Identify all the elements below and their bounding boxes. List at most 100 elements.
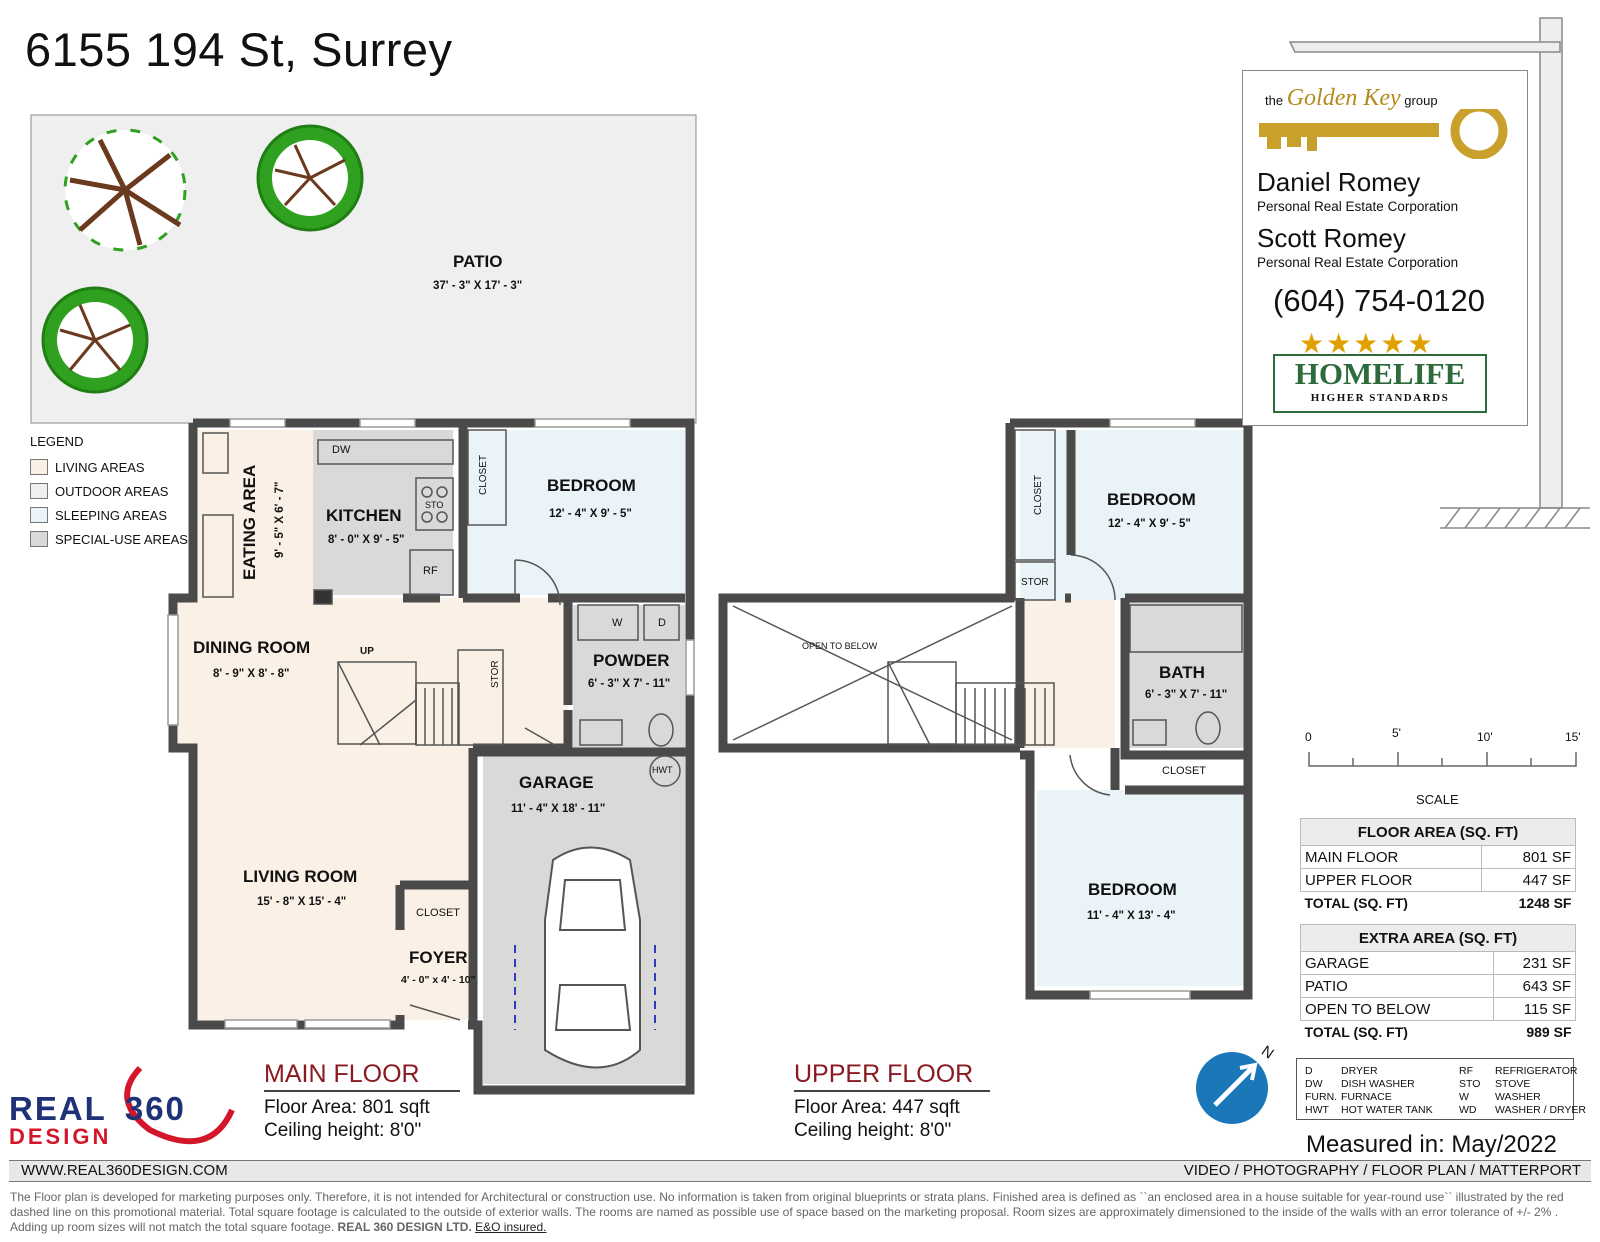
abbr-code: FURN. [1305,1091,1338,1103]
legend-swatch [30,531,48,547]
legend-swatch [30,507,48,523]
fixture-closet-label: CLOSET [478,454,489,495]
abbr-meaning: DRYER [1341,1065,1378,1077]
legend-label: LIVING AREAS [55,459,145,475]
room-name-foyer: FOYER [409,948,468,967]
page-title: 6155 194 St, Surrey [25,23,453,76]
main-floor-area: Floor Area: 801 sqft [264,1097,430,1118]
disclaimer-insured: E&O insured. [475,1220,547,1234]
legend-label: SPECIAL-USE AREAS [55,531,188,547]
footer-bar: WWW.REAL360DESIGN.COM VIDEO / PHOTOGRAPH… [9,1160,1591,1182]
abbr-code: WD [1459,1104,1477,1116]
measured-value: May/2022 [1451,1131,1557,1158]
table-cell: TOTAL (SQ. FT) [1304,1024,1408,1040]
abbr-code: HWT [1305,1104,1329,1116]
fixture-closet-up2-label: CLOSET [1162,765,1207,777]
room-name-powder: POWDER [593,651,670,670]
scale-ruler [1308,752,1577,767]
room-dims-kitchen: 8' - 0" X 9' - 5" [328,534,405,546]
room-dims-powder: 6' - 3" X 7' - 11" [588,678,671,690]
fixture-washer-label: W [612,617,623,629]
fixture-stor-up-label: STOR [1021,577,1049,588]
tree-icons [41,124,364,394]
abbr-code: W [1459,1091,1469,1103]
abbr-code: STO [1459,1078,1481,1090]
abbr-code: RF [1459,1065,1473,1077]
table-cell: 801 SF [1480,845,1577,869]
main-floor-info: Floor Area: 801 sqft Ceiling height: 8'0… [264,1096,430,1142]
scale-tick: 5' [1392,726,1401,740]
room-dims-eating-area: 9' - 5" X 6' - 7" [274,481,286,558]
room-name-bedroom-main: BEDROOM [547,476,636,495]
room-dims-garage: 11' - 4" X 18' - 11" [511,803,606,815]
room-name-garage: GARAGE [519,773,594,792]
room-name-patio: PATIO [453,252,503,271]
disclaimer: The Floor plan is developed for marketin… [10,1190,1592,1235]
group-prefix: the [1265,93,1284,108]
table-cell: MAIN FLOOR [1300,845,1482,869]
abbr-meaning: FURNACE [1341,1091,1392,1103]
room-name-living: LIVING ROOM [243,867,358,886]
abbr-meaning: WASHER / DRYER [1495,1104,1587,1116]
room-name-kitchen: KITCHEN [326,506,402,525]
fixture-dryer-label: D [658,617,666,629]
garage-door-marks [514,945,656,1030]
abbr-code: D [1305,1065,1313,1077]
abbr-meaning: REFRIGERATOR [1495,1065,1578,1077]
fixture-closet-up-label: CLOSET [1033,474,1044,515]
legend-item: LIVING AREAS [30,455,188,479]
floor-area-heading: FLOOR AREA (SQ. FT) [1300,818,1576,846]
table-cell: UPPER FLOOR [1300,868,1482,892]
room-name-bath: BATH [1159,663,1205,682]
main-floor-ceiling: Ceiling height: 8'0" [264,1120,422,1141]
company-logo-design: DESIGN [9,1124,112,1149]
fixture-dishwasher-label: DW [332,444,351,456]
legend-item: SLEEPING AREAS [30,503,188,527]
company-services: VIDEO / PHOTOGRAPHY / FLOOR PLAN / MATTE… [1183,1162,1581,1179]
fixture-up-label: UP [360,646,374,657]
phone-number[interactable]: (604) 754-0120 [1273,283,1485,318]
table-cell: 231 SF [1492,951,1577,975]
homelife-brand: HOMELIFE [1294,356,1466,391]
room-dims-bedroom-up1: 12' - 4" X 9' - 5" [1108,518,1191,530]
extra-area-heading: EXTRA AREA (SQ. FT) [1300,924,1576,952]
agent-name: Daniel Romey [1257,167,1421,197]
scale-label: SCALE [1416,792,1459,807]
agent-name: Scott Romey [1257,223,1406,253]
abbr-meaning: STOVE [1495,1078,1531,1090]
scale-tick: 15' [1565,730,1581,744]
car-icon [544,846,641,1069]
abbr-meaning: DISH WASHER [1341,1078,1415,1090]
main-floor-fixtures [202,429,681,1021]
legend: LEGEND LIVING AREAS OUTDOOR AREAS SLEEPI… [30,434,188,551]
legend-swatch [30,459,48,475]
realtor-sign: the Golden Key group Daniel Romey Person… [1242,70,1528,426]
agent-corp: Personal Real Estate Corporation [1257,255,1459,270]
golden-key-icon [1259,109,1508,159]
logo-swoosh [124,1065,235,1145]
room-name-bedroom-up1: BEDROOM [1107,490,1196,509]
main-floor-heading: MAIN FLOOR [264,1060,460,1092]
homelife-logo: HOMELIFE HIGHER STANDARDS [1273,354,1487,413]
disclaimer-company: REAL 360 DESIGN LTD. [337,1220,472,1234]
abbr-meaning: WASHER [1495,1091,1541,1103]
upper-floor-windows [1089,418,1196,1000]
table-cell: 447 SF [1480,868,1577,892]
room-name-dining: DINING ROOM [193,638,311,657]
room-dims-bath: 6' - 3" X 7' - 11" [1145,689,1228,701]
abbr-meaning: HOT WATER TANK [1341,1104,1433,1116]
scale-tick: 0 [1305,730,1312,744]
table-cell: OPEN TO BELOW [1300,997,1494,1021]
agent-corp: Personal Real Estate Corporation [1257,199,1459,214]
open-to-below-label: OPEN TO BELOW [802,641,878,651]
company-website[interactable]: WWW.REAL360DESIGN.COM [21,1162,228,1179]
room-dims-living: 15' - 8" X 15' - 4" [257,896,347,908]
upper-floor-heading: UPPER FLOOR [794,1060,990,1092]
